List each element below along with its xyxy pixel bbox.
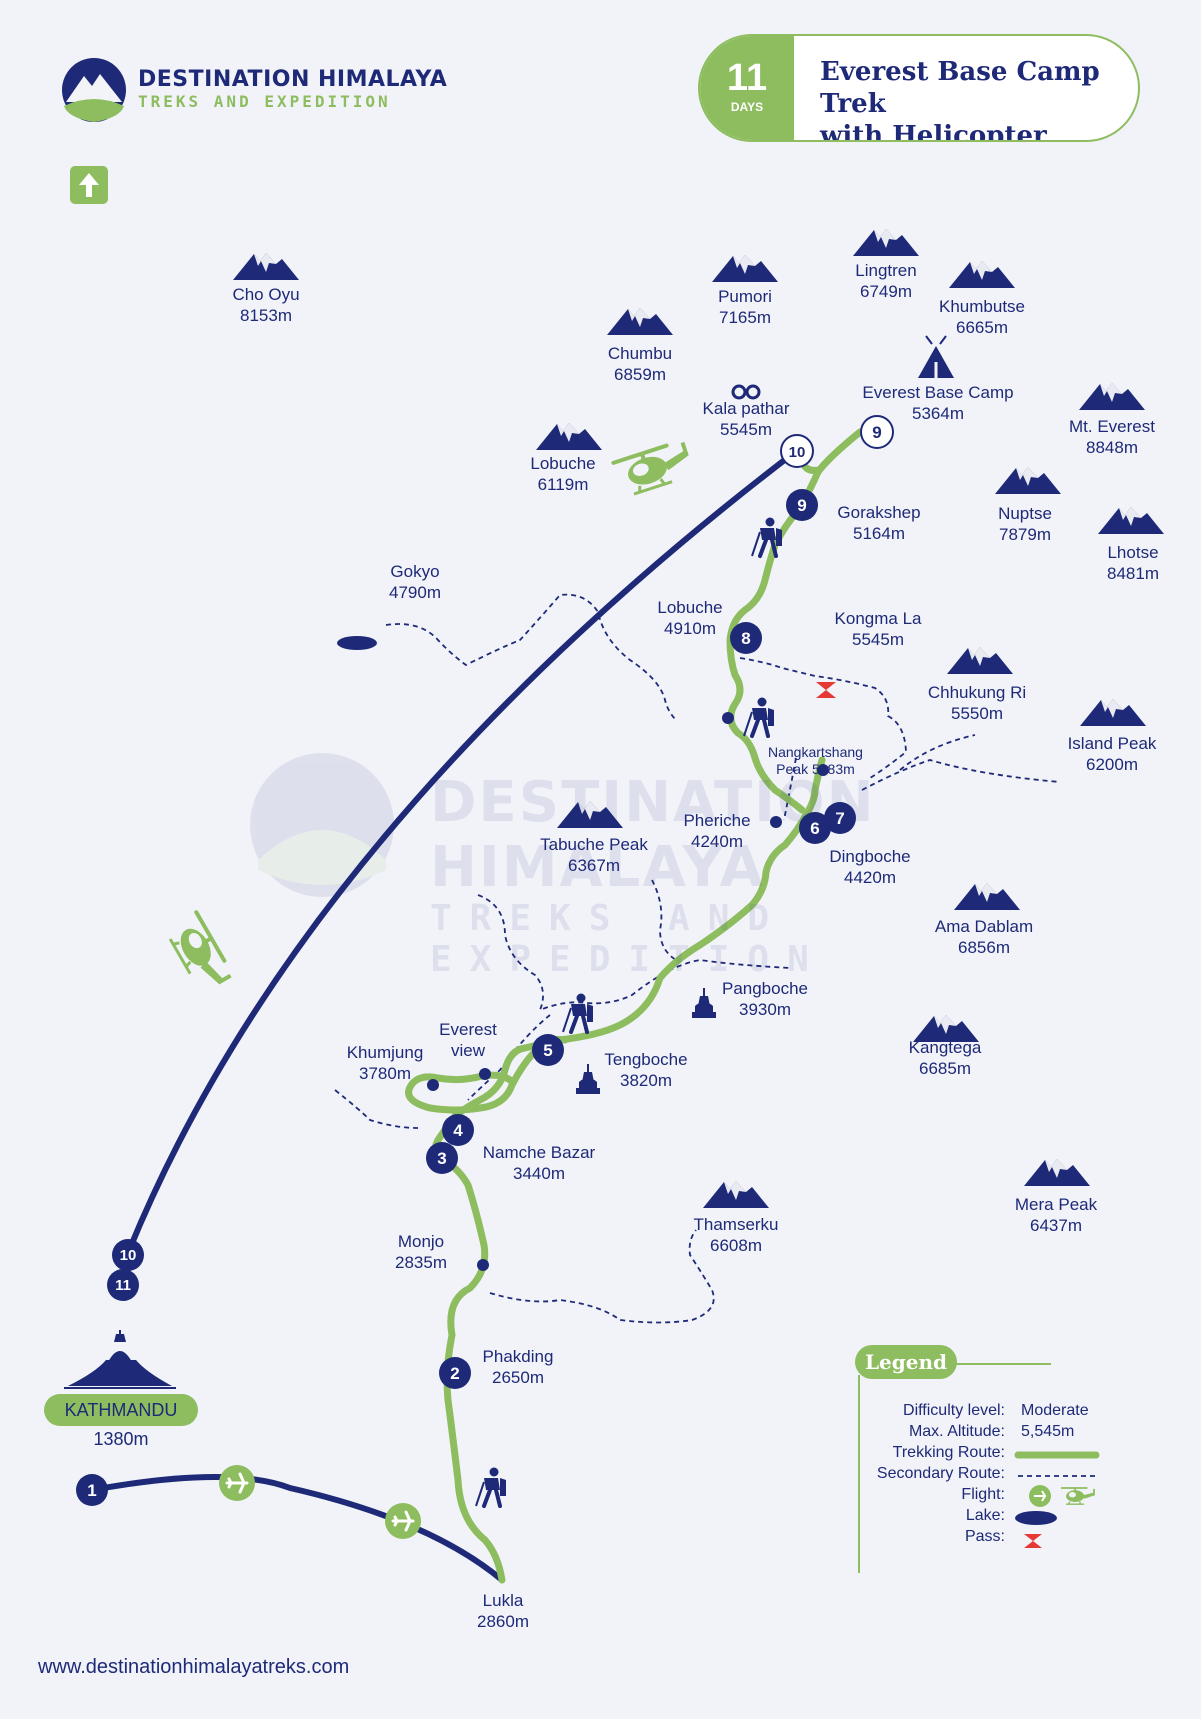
day-marker-label: 7 — [835, 809, 844, 828]
kathmandu-badge: KATHMANDU — [44, 1394, 198, 1426]
logo-icon — [62, 58, 126, 122]
legend-secondary-label: Secondary Route: — [876, 1465, 1005, 1482]
north-arrow-icon — [70, 166, 108, 204]
day-marker-label: 9 — [797, 496, 806, 515]
legend: Legend Difficulty level: Moderate Max. A… — [855, 1345, 1125, 1573]
day-marker-label: 6 — [810, 819, 819, 838]
day-marker-label: 5 — [543, 1041, 552, 1060]
helicopter-icon — [162, 908, 237, 996]
day-marker-label: 9 — [872, 423, 881, 442]
legend-altitude-value: 5,545m — [1021, 1423, 1075, 1440]
day-marker-10a — [780, 434, 814, 468]
day-marker-label: 10 — [120, 1247, 137, 1264]
day-marker-label: 4 — [453, 1121, 463, 1140]
days-badge: 11 DAYS — [700, 36, 794, 140]
legend-trekking-label: Trekking Route: — [892, 1444, 1005, 1461]
legend-flight-label: Flight: — [961, 1486, 1005, 1503]
legend-pass-label: Pass: — [964, 1528, 1005, 1545]
tent-icon — [918, 335, 954, 378]
helicopter-icon — [609, 436, 697, 500]
day-marker-label: 8 — [741, 629, 750, 648]
pass-icon — [816, 682, 836, 698]
legend-difficulty-label: Difficulty level: — [903, 1402, 1005, 1419]
day-marker-label: 1 — [87, 1481, 96, 1500]
nangkartshang-label: Nangkartshang Peak 5083m — [768, 744, 863, 777]
binoculars-icon — [731, 384, 761, 400]
kathmandu-stupa-icon — [64, 1330, 176, 1389]
day-marker-label: 11 — [115, 1277, 131, 1294]
day-marker-label: 10 — [789, 444, 806, 461]
airplane-icon — [217, 1463, 423, 1541]
brand-logo: DESTINATION HIMALAYA TREKS AND EXPEDITIO… — [60, 56, 447, 124]
day-marker-label: 2 — [450, 1364, 459, 1383]
trek-title: Everest Base Camp Trek with Helicopter R… — [820, 57, 1100, 142]
legend-altitude-label: Max. Altitude: — [908, 1423, 1005, 1440]
legend-lake-label: Lake: — [965, 1507, 1005, 1524]
website-link[interactable]: www.destinationhimalayatreks.com — [38, 1656, 350, 1678]
day-marker-9b — [860, 415, 894, 449]
days-number: 11 — [726, 57, 768, 99]
watermark: DESTINATION HIMALAYA TREKS AND EXPEDITIO… — [430, 770, 876, 980]
kathmandu-altitude: 1380m — [93, 1429, 149, 1449]
lake-icon — [337, 636, 377, 650]
brand-tagline: TREKS AND EXPEDITION — [138, 92, 391, 111]
legend-title: Legend — [855, 1345, 957, 1379]
days-unit: DAYS — [730, 100, 764, 114]
legend-difficulty-value: Moderate — [1021, 1402, 1089, 1419]
trek-title-badge: 11 DAYS Everest Base Camp Trek with Heli… — [698, 34, 1140, 142]
brand-name: DESTINATION HIMALAYA — [138, 67, 448, 92]
day-marker-label: 3 — [437, 1149, 446, 1168]
